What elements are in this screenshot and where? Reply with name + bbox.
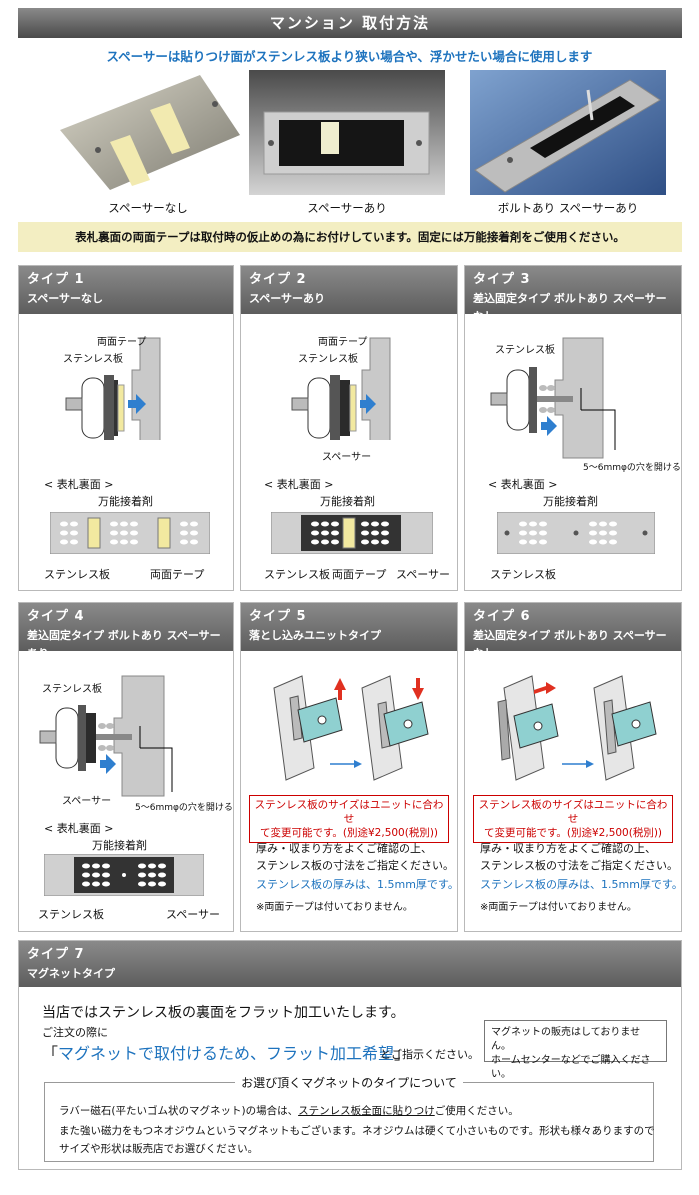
label-bottom-tape: 両面テープ [150,568,205,581]
photo-no-spacer [50,70,246,195]
type-title: タイプ 6 [473,609,531,624]
magnet-choose-text: サイズや形状は販売店でお選びください。 [59,1143,259,1155]
size-change-note: ステンレス板のサイズはユニットに合わせて変更可能です。(別途¥2,500(税別)… [249,795,449,843]
type-title: タイプ 3 [473,272,531,287]
type-6-instructions: 厚み・収まり方をよくご確認の上、 ステンレス板の寸法をご指定ください。 ステンレ… [480,842,683,913]
type-5-instructions: 厚み・収まり方をよくご確認の上、 ステンレス板の寸法をご指定ください。 ステンレ… [256,842,459,913]
flat-process-text: 当店ではステンレス板の裏面をフラット加工いたします。 [42,1005,405,1021]
label-bottom-plate: ステンレス板 [38,908,104,921]
photo-bolt-spacer [470,70,666,195]
type-1-back-diagram [50,512,210,554]
photo-with-spacer [249,70,445,195]
type-subtitle: 差込固定タイプ ボルトあり スペーサーなし [473,292,667,323]
label-tape: 両面テープ [97,337,147,348]
label-bottom-spacer: スペーサー [166,908,221,921]
label-plate: ステンレス板 [495,345,555,356]
photo-caption: スペーサーなし [108,201,188,215]
type-title: タイプ 2 [249,272,307,287]
label-glue: 万能接着剤 [92,839,147,852]
magnet-neodymium-text: また強い磁力をもつネオジウムというマグネットもございます。ネオジウムは硬くて小さ… [59,1125,655,1137]
label-glue: 万能接着剤 [320,495,375,508]
type-title: タイプ 7 [27,947,85,962]
back-title: < 表札裏面 > [44,822,114,835]
label-bottom-tape: 両面テープ [332,568,387,581]
label-bottom-plate: ステンレス板 [264,568,330,581]
type-subtitle: 落とし込みユニットタイプ [249,629,381,642]
label-plate: ステンレス板 [42,684,102,695]
magnet-types-title: お選び頂くマグネットのタイプについて [45,1074,653,1091]
page-title: マンション 取付方法 [18,8,682,38]
type-title: タイプ 4 [27,609,85,624]
type-subtitle: マグネットタイプ [27,967,115,980]
type-title: タイプ 5 [249,609,307,624]
type-2-back-diagram [271,512,433,554]
type-subtitle: 差込固定タイプ ボルトあり スペーサーなし [473,629,667,660]
magnet-types-box: お選び頂くマグネットのタイプについて ラバー磁石(平たいゴム状のマグネット)の場… [44,1076,655,1162]
order-request: 「マグネットで取付けるため、フラット加工希望」 [42,1044,411,1063]
label-spacer: スペーサー [322,452,372,463]
size-change-note: ステンレス板のサイズはユニットに合わせて変更可能です。(別途¥2,500(税別)… [473,795,673,843]
back-title: < 表札裏面 > [44,478,114,491]
label-glue: 万能接着剤 [98,495,153,508]
label-hole: 5～6mmφの穴を開ける [583,463,681,473]
type-5-panel: タイプ 5 落とし込みユニットタイプ [240,602,458,932]
back-title: < 表札裏面 > [488,478,558,491]
magnet-shop-note: マグネットの販売はしておりません。ホームセンターなどでご購入ください。 [484,1020,667,1080]
type-subtitle: 差込固定タイプ ボルトあり スペーサーあり [27,629,221,660]
label-plate: ステンレス板 [298,354,358,365]
type-subtitle: スペーサーあり [249,292,326,305]
type-3-diagram [490,337,616,459]
type-6-diagram [497,675,657,781]
label-bottom-plate: ステンレス板 [490,568,556,581]
instruction-suffix: とご指示ください。 [380,1048,479,1061]
label-plate: ステンレス板 [63,354,123,365]
type-5-diagram [273,675,429,781]
type-3-back-diagram [497,512,655,554]
type-1-diagram [65,337,161,440]
type-2-diagram [291,337,391,440]
type-title: タイプ 1 [27,272,85,287]
label-bottom-spacer: スペーサー [396,568,451,581]
adhesive-notice: 表札裏面の両面テープは取付時の仮止めの為にお付けしています。固定には万能接着剤を… [18,222,682,252]
type-6-panel: タイプ 6 差込固定タイプ ボルトあり スペーサーなし [464,602,682,932]
type-subtitle: スペーサーなし [27,292,104,305]
subtitle: スペーサーは貼りつけ面がステンレス板より狭い場合や、浮かせたい場合に使用します [106,49,593,64]
order-text: ご注文の際に [42,1026,108,1039]
photo-caption: ボルトあり スペーサーあり [497,201,639,215]
type-7-panel: タイプ 7 マグネットタイプ [18,940,682,1170]
label-bottom-plate: ステンレス板 [44,568,110,581]
magnet-rubber-text: ラバー磁石(平たいゴム状のマグネット)の場合は、ステンレス板全面に貼りつけご使用… [59,1105,519,1117]
label-tape: 両面テープ [318,337,368,348]
photo-caption: スペーサーあり [307,201,387,215]
label-spacer: スペーサー [62,796,112,807]
label-glue: 万能接着剤 [543,495,598,508]
label-hole: 5～6mmφの穴を開ける [135,803,233,813]
back-title: < 表札裏面 > [264,478,334,491]
type-4-diagram [39,675,173,797]
type-4-back-diagram [44,854,204,896]
